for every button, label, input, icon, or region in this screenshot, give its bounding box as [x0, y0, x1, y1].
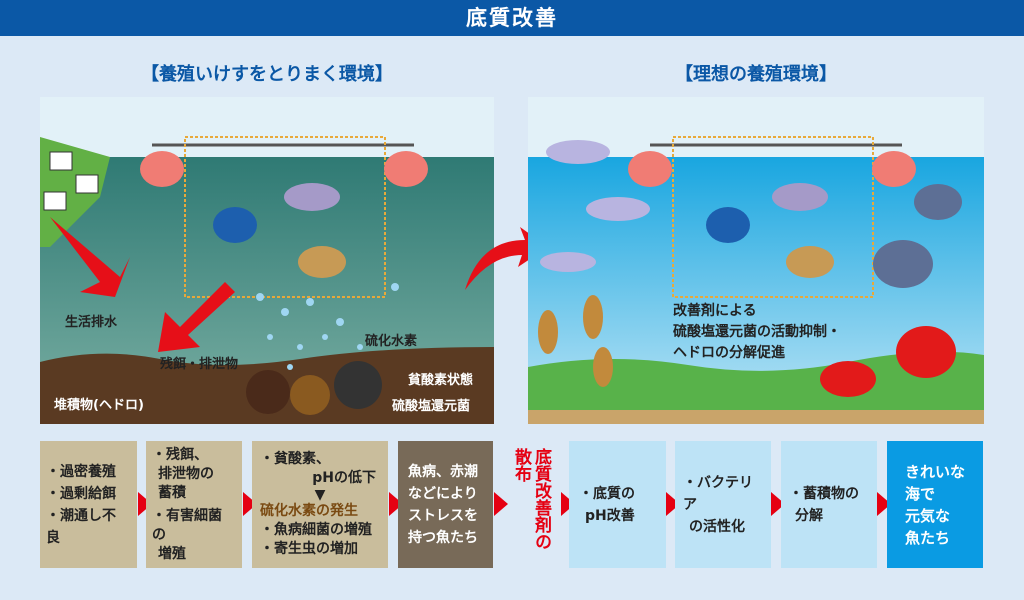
transition-arrow — [465, 227, 548, 290]
fish — [284, 183, 340, 211]
striped-fish — [873, 240, 933, 288]
sulfate-bacteria — [334, 361, 382, 409]
text-line: ・寄生虫の増加 — [260, 541, 358, 557]
sulfate-bacteria — [246, 370, 290, 414]
text-line: ・過密養殖 — [46, 463, 116, 480]
healthy-fish-box: きれいな 海で 元気な 魚たち — [887, 441, 983, 568]
goby — [593, 347, 613, 387]
text-line: ・魚病細菌の増殖 — [260, 522, 372, 538]
text-line: 元気な — [905, 506, 951, 525]
ideal-environment-scene — [528, 97, 984, 424]
page-title: 底質改善 — [0, 0, 1024, 36]
text-line: 魚病、赤潮 — [408, 463, 478, 480]
text-line: ・蓄積物の — [789, 485, 859, 502]
current-environment-illustration: 生活排水 残餌・排泄物 硫化水素 貧酸素状態 堆積物(ヘドロ) 硫酸塩還元菌 — [40, 97, 494, 424]
ideal-environment-illustration: 改善剤による 硫酸塩還元菌の活動抑制・ ヘドロの分解促進 — [528, 97, 984, 424]
ph-improvement-box: ・底質の pH改善 — [569, 441, 666, 568]
accumulation-box: ・残餌、 排泄物の 蓄積 ・有害細菌の 増殖 — [146, 441, 242, 568]
flow-arrow — [494, 492, 508, 516]
float-buoy — [140, 151, 184, 187]
house-icons — [43, 151, 99, 211]
text-line: などにより — [408, 485, 478, 502]
text-line: 分解 — [795, 507, 823, 524]
left-heading: 【養殖いけすをとりまく環境】 — [141, 64, 393, 85]
fish-cage-net — [672, 136, 874, 298]
float-buoy — [628, 151, 672, 187]
text-line: 海で — [905, 484, 936, 503]
striped-fish — [914, 184, 962, 220]
pufferfish — [213, 207, 257, 243]
label-sediment: 堆積物(ヘドロ) — [54, 398, 144, 413]
text-line: きれいな — [905, 462, 966, 481]
fish — [772, 183, 828, 211]
text-line: ・過剰給餌 — [46, 485, 116, 502]
right-heading: 【理想の養殖環境】 — [675, 64, 837, 85]
crab — [820, 361, 876, 397]
sulfide-bubbles — [256, 283, 399, 370]
text-line: pHの低下 — [312, 470, 376, 486]
caption-line: 改善剤による — [673, 303, 757, 319]
text-line: 蓄積 — [158, 484, 186, 501]
label-sulfate-bacteria: 硫酸塩還元菌 — [392, 399, 471, 414]
text-line: pH改善 — [585, 507, 635, 524]
goby — [538, 310, 558, 354]
caption-line: ヘドロの分解促進 — [673, 345, 785, 361]
label-domestic-wastewater: 生活排水 — [65, 315, 118, 330]
fish-cage-net — [184, 136, 386, 298]
text-line: 排泄物の — [158, 465, 214, 482]
stressed-fish-box: 魚病、赤潮 などにより ストレスを 持つ魚たち — [398, 441, 493, 568]
pufferfish — [706, 207, 750, 243]
text-line: ・有害細菌の — [152, 507, 222, 543]
treatment-label-2: 散布 — [511, 448, 531, 482]
degradation-box: ・貧酸素、 pHの低下 ▼ 硫化水素の発生 ・魚病細菌の増殖 ・寄生虫の増加 — [252, 441, 388, 568]
highlight-text: 硫化水素の発生 — [260, 503, 358, 519]
label-hypoxia: 貧酸素状態 — [408, 373, 474, 388]
goby — [583, 295, 603, 339]
text-line: ・残餌、 — [152, 446, 208, 463]
red-arrow — [158, 282, 235, 352]
caption-line: 硫酸塩還元菌の活動抑制・ — [673, 324, 841, 340]
current-environment-scene — [40, 97, 494, 424]
down-arrow-icon: ▼ — [314, 487, 326, 503]
flounder — [298, 246, 346, 278]
float-buoy — [384, 151, 428, 187]
text-line: 持つ魚たち — [408, 529, 478, 546]
red-arrow — [50, 217, 130, 297]
label-hydrogen-sulfide: 硫化水素 — [365, 334, 418, 349]
flounder — [786, 246, 834, 278]
treatment-label: 底質改善剤の — [531, 448, 551, 550]
text-line: ・潮通し不良 — [46, 507, 116, 546]
cause-box: ・過密養殖 ・過剰給餌 ・潮通し不良 — [40, 441, 137, 568]
sulfate-bacteria — [290, 375, 330, 415]
crab — [896, 326, 956, 378]
flying-fish — [546, 140, 610, 164]
text-line: 増殖 — [158, 545, 186, 562]
text-line: 魚たち — [905, 528, 951, 547]
text-line: ・底質の — [579, 485, 635, 502]
text-line: ・貧酸素、 — [260, 451, 330, 467]
text-line: ・バクテリア — [683, 474, 753, 513]
text-line: の活性化 — [689, 518, 745, 535]
label-leftover-feed: 残餌・排泄物 — [160, 357, 239, 372]
flying-fish — [540, 252, 596, 272]
improvement-caption: 改善剤による 硫酸塩還元菌の活動抑制・ ヘドロの分解促進 — [673, 301, 841, 364]
decomposition-box: ・蓄積物の 分解 — [781, 441, 877, 568]
bacteria-activation-box: ・バクテリア の活性化 — [675, 441, 771, 568]
text-line: ストレスを — [408, 507, 478, 524]
float-buoy — [872, 151, 916, 187]
flying-fish — [586, 197, 650, 221]
